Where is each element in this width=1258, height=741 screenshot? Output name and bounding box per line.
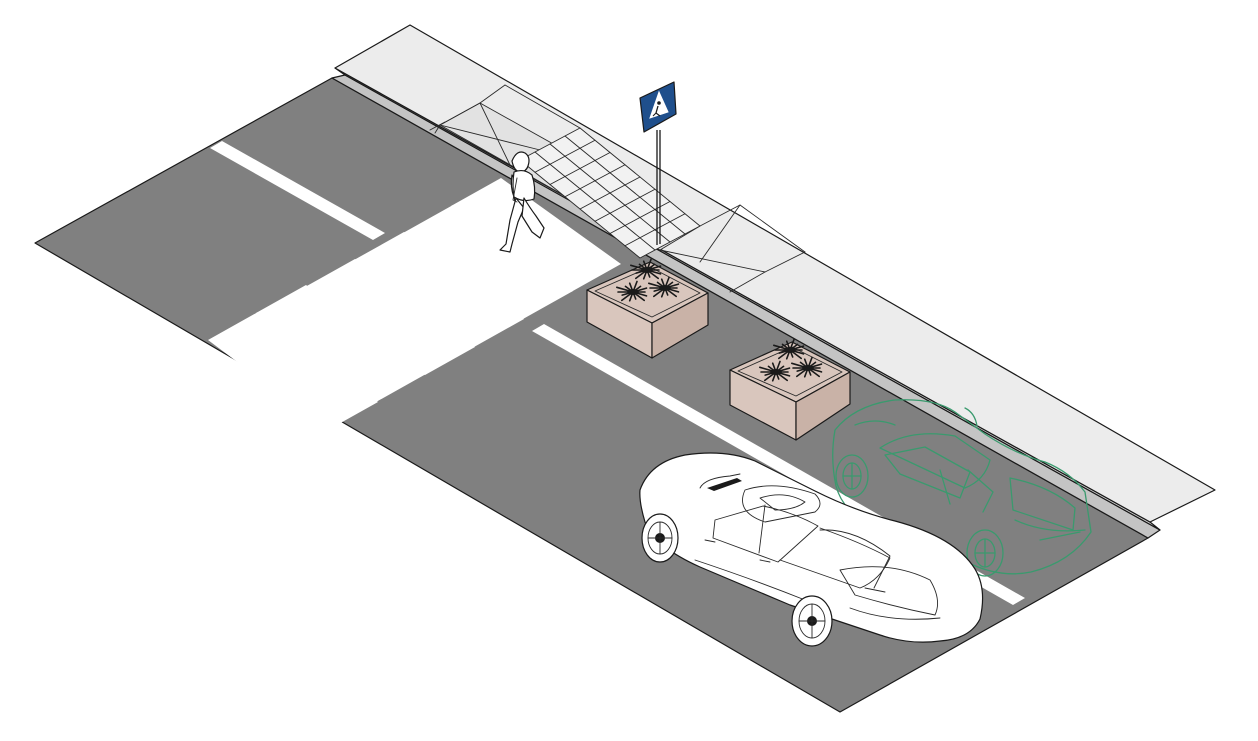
plant-icon — [773, 338, 805, 360]
planter-plants — [616, 258, 680, 302]
crosswalk-stripe — [305, 259, 475, 375]
planter — [729, 338, 851, 441]
crosswalk-stripe — [403, 205, 573, 319]
crosswalk-stripe — [208, 312, 378, 430]
plant-icon — [630, 258, 662, 280]
plant-icon — [616, 280, 648, 302]
sedan-car-wheel — [791, 595, 833, 647]
lane-line-left — [210, 141, 385, 240]
parked-car-wheel — [835, 454, 869, 498]
pedestrian-crossing-sign — [639, 81, 677, 245]
parked-car — [832, 399, 1092, 577]
plant-icon — [648, 276, 680, 298]
pedestrian — [499, 151, 545, 253]
sedan-car — [639, 452, 984, 647]
planter-plants — [759, 338, 823, 382]
plant-icon — [791, 356, 823, 378]
crosswalk-stripe — [256, 285, 426, 402]
sedan-car-wheel — [641, 513, 679, 563]
tactile-paving — [519, 127, 701, 259]
planter — [586, 258, 709, 359]
plant-icon — [759, 360, 791, 382]
parked-car-wheel — [966, 529, 1004, 577]
crosswalk-stripe — [354, 232, 524, 347]
pedestrian-crossing-sign-icon — [639, 81, 677, 133]
